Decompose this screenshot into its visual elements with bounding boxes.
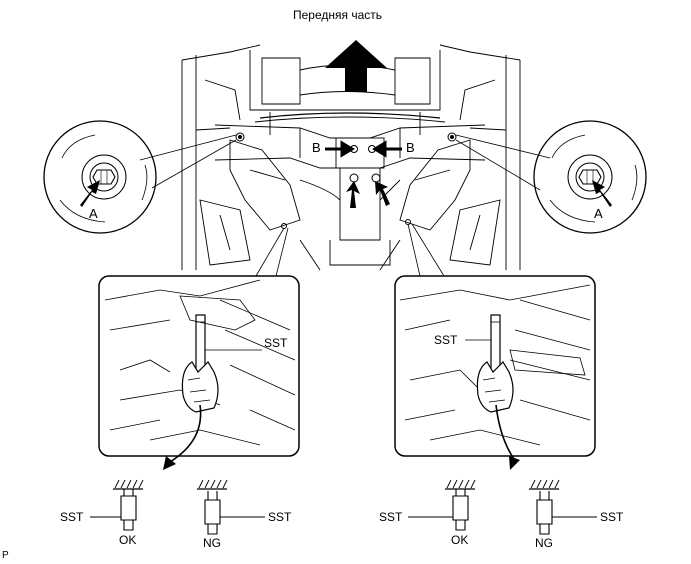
front-direction-label: Передняя часть bbox=[293, 8, 383, 22]
arrow-up-right bbox=[375, 181, 390, 206]
check-left-ng-sst-label: SST bbox=[268, 510, 292, 524]
arrow-b-left bbox=[325, 140, 355, 158]
arrow-a-right bbox=[592, 180, 612, 207]
check-right-ok-result: OK bbox=[451, 533, 469, 547]
check-right-ng-result: NG bbox=[535, 536, 553, 550]
detail-circle-right bbox=[455, 120, 647, 234]
check-left-ng-illustration bbox=[196, 479, 228, 535]
check-right-ng-illustration bbox=[528, 479, 560, 535]
inset-left bbox=[98, 275, 300, 457]
check-left-ng-result: NG bbox=[203, 536, 221, 550]
bolt-c-left bbox=[349, 173, 359, 183]
callout-a-left: A bbox=[89, 206, 98, 221]
bolt-c-right bbox=[371, 173, 381, 183]
arrow-a-left bbox=[80, 180, 100, 207]
check-left-ok-illustration bbox=[112, 479, 144, 531]
check-right-ng-sst-label: SST bbox=[600, 510, 624, 524]
bolt-a-left bbox=[235, 132, 245, 142]
inset-left-sst-label: SST bbox=[264, 336, 288, 350]
front-direction-arrow bbox=[325, 40, 387, 92]
inset-right-sst-label: SST bbox=[434, 333, 458, 347]
check-left-ok-sst-label: SST bbox=[60, 510, 84, 524]
corner-mark: P bbox=[2, 550, 9, 561]
arrow-up-left bbox=[346, 181, 360, 208]
check-right-ok-sst-label: SST bbox=[379, 510, 403, 524]
inset-right bbox=[394, 275, 596, 457]
callout-a-right: A bbox=[594, 206, 603, 221]
result-arrow-right bbox=[495, 404, 517, 463]
detail-circle-left bbox=[43, 120, 237, 234]
check-left-ok-result: OK bbox=[119, 533, 137, 547]
arrow-b-right bbox=[372, 140, 402, 158]
chassis-underbody-illustration bbox=[181, 44, 521, 271]
callout-b-left: B bbox=[312, 140, 321, 155]
bolt-a-right bbox=[447, 132, 457, 142]
callout-b-right: B bbox=[406, 140, 415, 155]
check-right-ok-illustration bbox=[444, 479, 476, 531]
result-arrow-left bbox=[169, 404, 202, 463]
